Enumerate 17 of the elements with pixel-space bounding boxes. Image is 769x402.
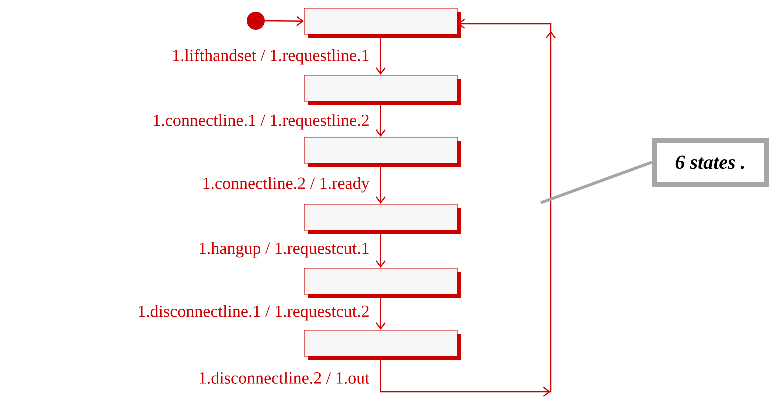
edge-label: 1.connectline.1 / 1.requestline.2 — [152, 113, 371, 131]
callout-box: 6 states . — [652, 138, 769, 187]
edge-label: 1.connectline.2 / 1.ready — [201, 176, 371, 194]
state-box — [304, 268, 461, 298]
edge-label: 1.lifthandset / 1.requestline.1 — [170, 48, 371, 66]
edge-label: 1.disconnectline.1 / 1.requestcut.2 — [136, 304, 371, 322]
state-box — [304, 330, 461, 360]
edge-label: 1.disconnectline.2 / 1.out — [197, 370, 371, 386]
edge-label: 1.hangup / 1.requestcut.1 — [197, 241, 371, 259]
callout-tail — [540, 161, 653, 204]
loop-arrow — [380, 19, 556, 397]
arrow — [265, 16, 304, 26]
state-box — [304, 204, 461, 234]
state-box — [304, 137, 461, 167]
state-box — [304, 75, 461, 105]
state-box — [304, 8, 461, 38]
initial-state-dot — [247, 12, 265, 30]
